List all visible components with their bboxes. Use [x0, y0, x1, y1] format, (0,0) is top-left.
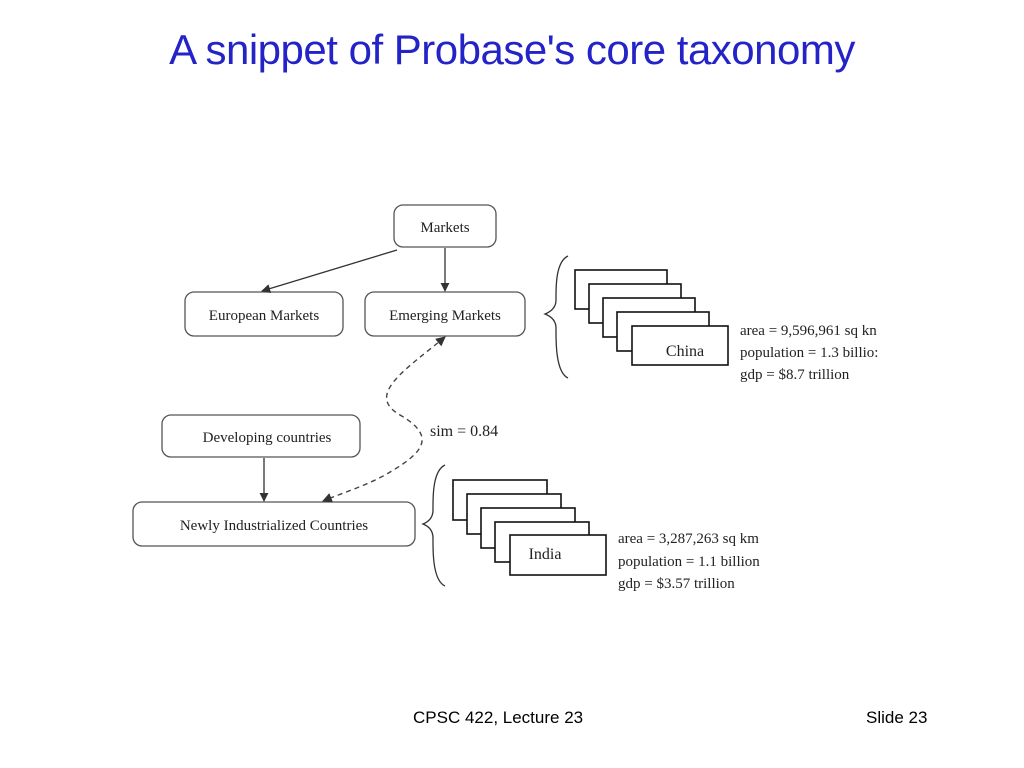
svg-text:Developing countries: Developing countries [203, 430, 332, 446]
svg-text:Emerging Markets: Emerging Markets [389, 308, 501, 324]
node-emerging-markets: Emerging Markets [364, 291, 526, 337]
node-markets: Markets [393, 204, 497, 248]
china-brace [543, 255, 569, 379]
china-instance-group: China area = 9,596,961 sq kn population … [543, 255, 878, 383]
china-attr-gdp: gdp = $8.7 trillion [740, 367, 850, 383]
india-label: India [529, 546, 562, 563]
footer-course: CPSC 422, Lecture 23 [413, 708, 584, 727]
footer-slide-number: Slide 23 [866, 708, 928, 727]
india-attr-area: area = 3,287,263 sq km [618, 531, 759, 547]
india-attr-gdp: gdp = $3.57 trillion [618, 576, 735, 592]
china-label: China [666, 343, 704, 360]
svg-text:European Markets: European Markets [209, 308, 320, 324]
node-european-markets: European Markets [184, 291, 344, 337]
china-attr-population: population = 1.3 billio: [740, 345, 878, 361]
india-brace [421, 464, 446, 587]
svg-text:Newly Industrialized Countries: Newly Industrialized Countries [180, 518, 368, 534]
china-attr-area: area = 9,596,961 sq kn [740, 323, 877, 339]
india-instance-group: India area = 3,287,263 sq km population … [421, 464, 760, 592]
edge-markets-european [261, 249, 398, 293]
node-developing-countries: Developing countries [161, 414, 361, 458]
svg-text:Markets: Markets [420, 220, 469, 236]
node-newly-industrialized-countries: Newly Industrialized Countries [132, 501, 416, 547]
india-attr-population: population = 1.1 billion [618, 554, 760, 570]
similarity-label: sim = 0.84 [430, 423, 498, 440]
slide-title: A snippet of Probase's core taxonomy [169, 26, 855, 73]
